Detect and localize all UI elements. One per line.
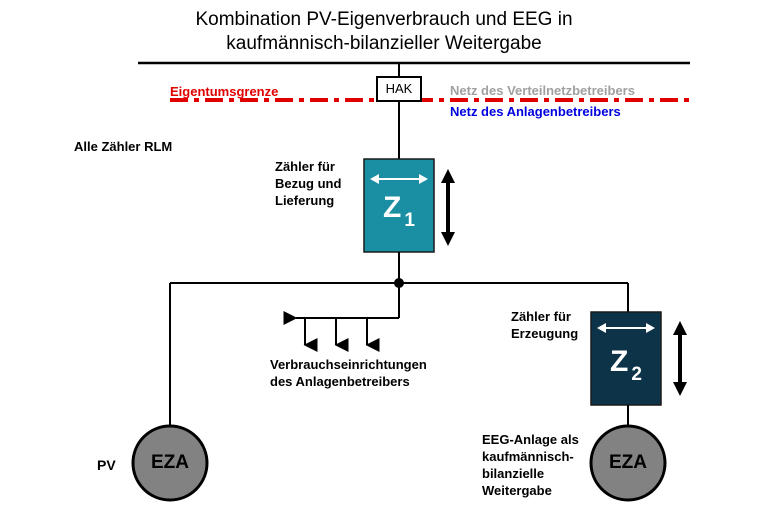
meter1-caption-line: Lieferung — [275, 193, 335, 208]
eeg-caption-line: Weitergabe — [482, 483, 552, 498]
title-line-1: Kombination PV-Eigenverbrauch und EEG in — [195, 9, 573, 30]
eeg-caption-line: kaufmännisch- — [482, 449, 574, 464]
eza-right-circle — [589, 424, 667, 502]
meter1-caption: Zähler für Bezug und Lieferung — [275, 158, 341, 209]
meter1-arrowhead-right — [419, 174, 428, 184]
meter1-caption-line: Zähler für — [275, 159, 335, 174]
hak-label: HAK — [385, 81, 413, 96]
pv-caption: PV — [97, 457, 116, 473]
grid-operator-label: Netz des Verteilnetzbetreibers — [450, 83, 635, 98]
meter1-arrowhead-left — [370, 174, 379, 184]
eeg-caption-line: bilanzielle — [482, 466, 545, 481]
meter2-caption: Zähler für Erzeugung — [511, 308, 578, 342]
meter2-caption-line: Erzeugung — [511, 326, 579, 341]
meter1-caption-line: Bezug und — [275, 176, 342, 191]
meter1-letter: Z — [383, 191, 402, 224]
ownership-boundary-label: Eigentumsgrenze — [170, 84, 279, 99]
consumers-label-line: des Anlagenbetreibers — [270, 374, 410, 389]
meter2-letter: Z — [610, 345, 629, 378]
consumers-label-line: Verbrauchseinrichtungen — [270, 357, 427, 372]
hak-box — [376, 76, 422, 102]
plant-operator-label: Netz des Anlagenbetreibers — [450, 104, 621, 119]
meter1-box — [363, 158, 435, 253]
meter2-arrowhead-left — [597, 323, 606, 333]
consumers-label: Verbrauchseinrichtungen des Anlagenbetre… — [270, 356, 427, 390]
eza-right-label: EZA — [609, 452, 647, 473]
meter-note: Alle Zähler RLM — [74, 139, 173, 154]
title-line-2: kaufmännisch-bilanzieller Weitergabe — [226, 33, 542, 54]
meter2-flow-arrow-up — [673, 321, 687, 335]
meter2-caption-line: Zähler für — [511, 309, 571, 324]
meter1-flow-arrow-down — [441, 232, 455, 246]
eza-left-label: EZA — [151, 452, 189, 473]
meter2-flow-arrow-down — [673, 382, 687, 396]
eeg-caption: EEG-Anlage als kaufmännisch- bilanzielle… — [482, 431, 579, 499]
meter2-arrowhead-right — [646, 323, 655, 333]
meter1-index: 1 — [404, 210, 415, 231]
meter1-flow-arrow-up — [441, 169, 455, 183]
eza-left-circle — [131, 424, 209, 502]
eeg-caption-line: EEG-Anlage als — [482, 432, 579, 447]
meter2-index: 2 — [631, 364, 642, 385]
diagram-title: Kombination PV-Eigenverbrauch und EEG in… — [0, 8, 768, 56]
